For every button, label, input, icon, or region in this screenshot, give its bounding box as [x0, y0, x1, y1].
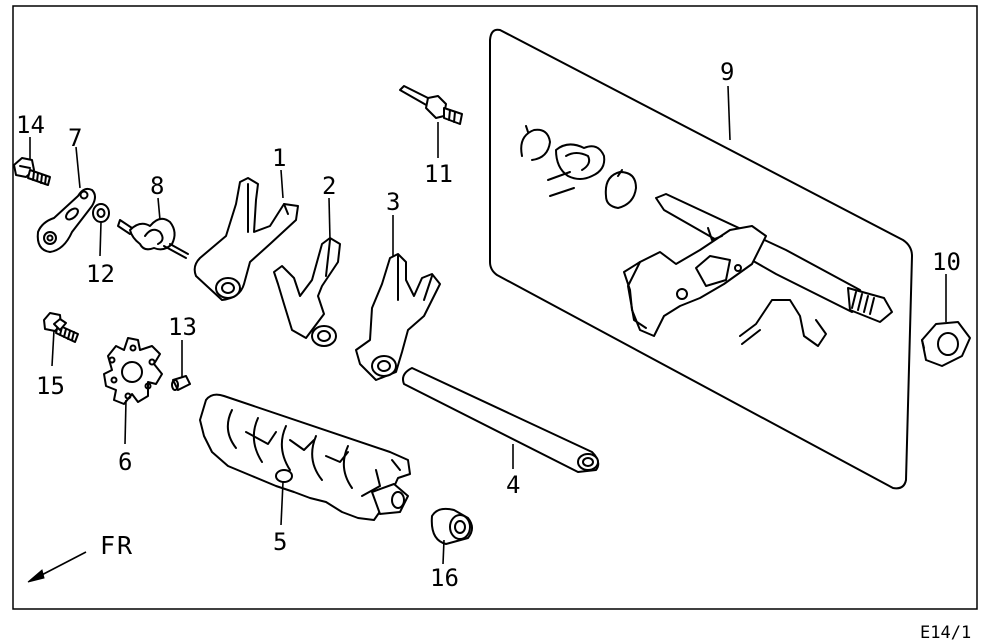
pin-13: [171, 375, 191, 391]
washer-12: [92, 203, 110, 223]
front-direction-indicator: FR: [27, 531, 134, 583]
callout-11: 11: [424, 160, 453, 188]
callout-16: 16: [430, 564, 459, 592]
cam-plate-6: [103, 337, 163, 405]
leader-lines: [29, 85, 947, 565]
callout-12: 12: [86, 260, 115, 288]
drawing-code: E14/1: [920, 623, 971, 643]
callout-7: 7: [68, 124, 82, 152]
subassembly-panel: [489, 28, 913, 490]
callout-15: 15: [36, 372, 65, 400]
stopper-plate-7: [36, 187, 96, 253]
front-label: FR: [100, 531, 134, 560]
shift-shaft-assembly-9: [520, 125, 893, 347]
callout-8: 8: [150, 172, 164, 200]
spring-8: [117, 217, 189, 259]
callout-9: 9: [720, 58, 734, 86]
callout-13: 13: [168, 313, 197, 341]
bolt-14: [13, 157, 51, 186]
callout-2: 2: [322, 172, 336, 200]
callouts: 1 2 3 4 5 6 7 8 9 10 11 12 13 14 15 16: [16, 58, 961, 592]
callout-3: 3: [386, 188, 400, 216]
shift-fork-3: [355, 253, 441, 381]
bolt-15: [43, 312, 79, 343]
callout-1: 1: [272, 144, 286, 172]
callout-10: 10: [932, 248, 961, 276]
shift-drum-5: [199, 393, 411, 521]
fork-rod-4: [402, 367, 600, 473]
callout-5: 5: [273, 528, 287, 556]
diagram-frame: [12, 5, 978, 610]
front-arrowhead-icon: [27, 569, 45, 583]
shift-fork-1: [193, 177, 299, 301]
bearing-16: [430, 507, 473, 545]
callout-6: 6: [118, 448, 132, 476]
shift-fork-2: [273, 237, 341, 347]
shaft-pin-11: [399, 85, 463, 125]
callout-14: 14: [16, 111, 45, 139]
callout-4: 4: [506, 471, 520, 499]
nut-10: [921, 321, 971, 367]
